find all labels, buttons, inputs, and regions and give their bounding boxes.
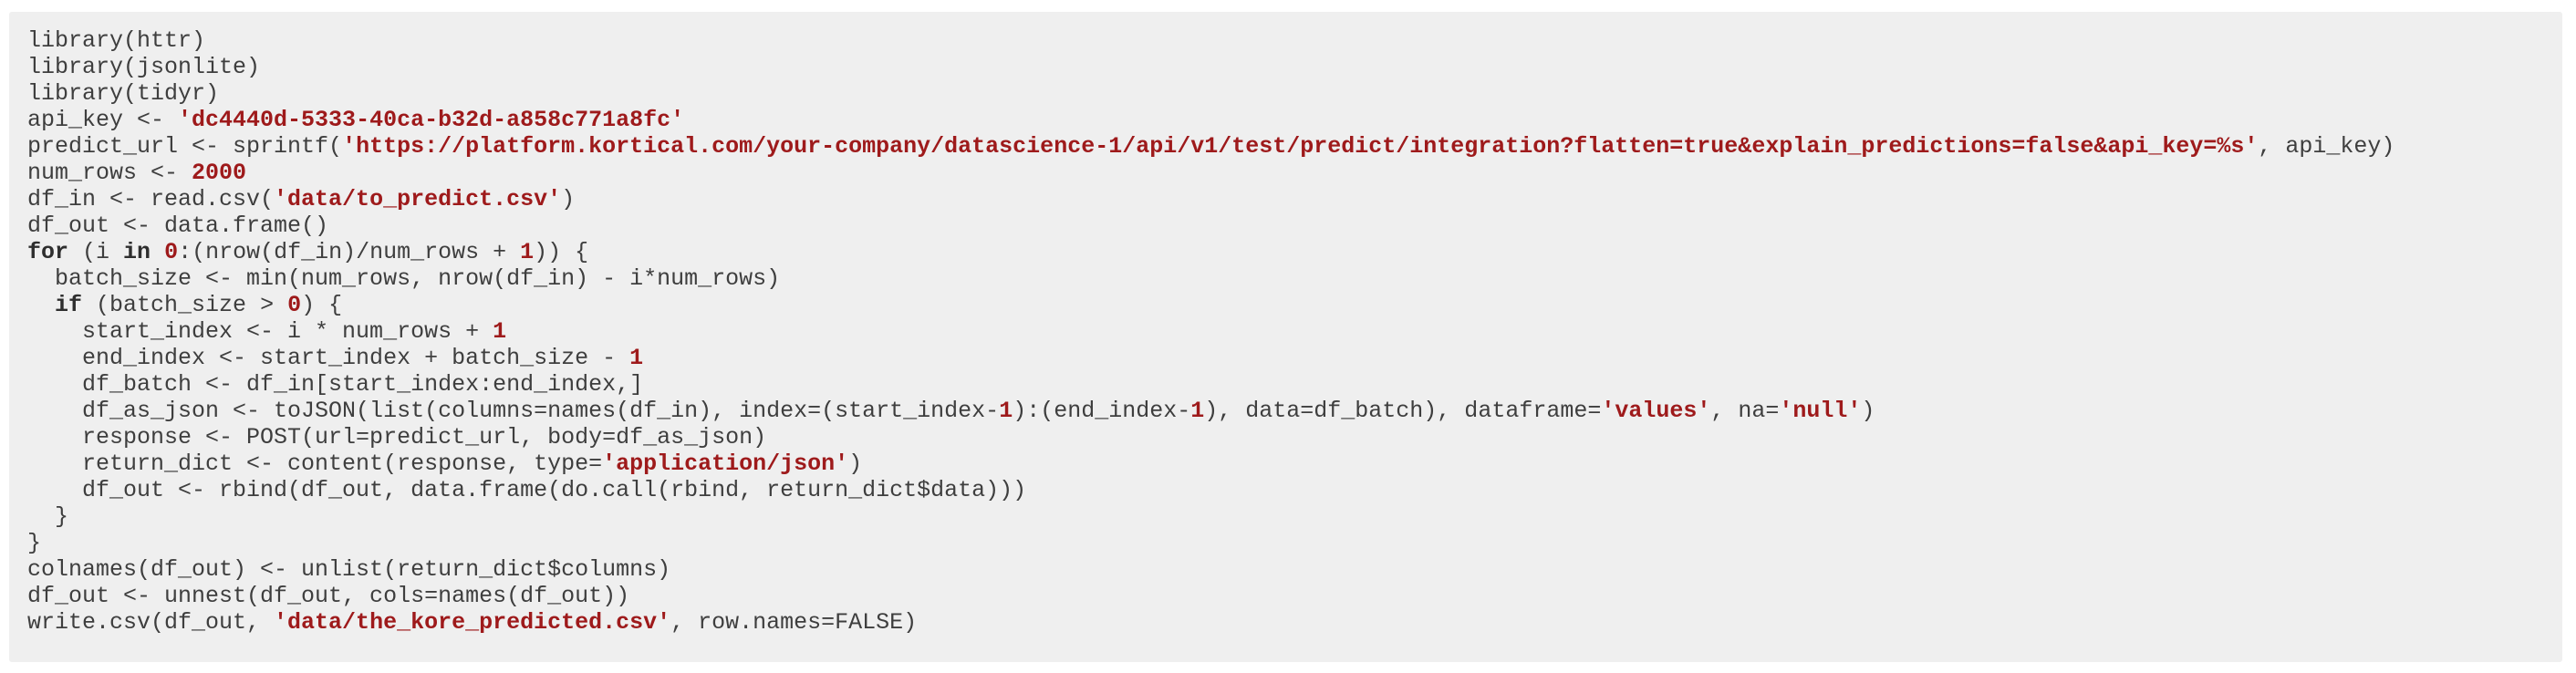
code-line: write.csv(df_out, 'data/the_kore_predict… xyxy=(27,609,2544,636)
code-line: if (batch_size > 0) { xyxy=(27,292,2544,318)
code-line: predict_url <- sprintf('https://platform… xyxy=(27,133,2544,160)
code-token: 'application/json' xyxy=(602,450,849,477)
code-token: batch_size <- min(num_rows, nrow(df_in) … xyxy=(27,265,781,292)
code-token: num_rows <- xyxy=(27,160,192,186)
code-token: in xyxy=(123,239,151,265)
code-token: for xyxy=(27,239,69,265)
code-block-panel: library(httr)library(jsonlite)library(ti… xyxy=(9,12,2562,662)
code-token: , na= xyxy=(1710,398,1780,424)
code-token: if xyxy=(55,292,83,318)
code-token: ) { xyxy=(301,292,343,318)
code-token: return_dict <- content(response, type= xyxy=(27,450,603,477)
code-token: library(tidyr) xyxy=(27,80,220,107)
code-token: } xyxy=(27,503,69,530)
code-token: df_out <- unnest(df_out, cols=names(df_o… xyxy=(27,583,630,609)
code-line: colnames(df_out) <- unlist(return_dict$c… xyxy=(27,556,2544,583)
code-line: } xyxy=(27,503,2544,530)
code-line: for (i in 0:(nrow(df_in)/num_rows + 1)) … xyxy=(27,239,2544,265)
code-token: ):(end_index- xyxy=(1013,398,1191,424)
code-token: 2000 xyxy=(192,160,247,186)
code-line: start_index <- i * num_rows + 1 xyxy=(27,318,2544,345)
code-token: (batch_size > xyxy=(82,292,288,318)
code-token: 1 xyxy=(493,318,507,345)
code-token xyxy=(151,239,164,265)
code-token: , row.names=FALSE) xyxy=(670,609,918,636)
code-token: 'values' xyxy=(1601,398,1711,424)
code-token xyxy=(27,292,55,318)
code-token: , api_key) xyxy=(2258,133,2395,160)
code-token: df_batch <- df_in[start_index:end_index,… xyxy=(27,371,644,398)
code-line: library(tidyr) xyxy=(27,80,2544,107)
code-line: library(jsonlite) xyxy=(27,54,2544,80)
code-token: api_key <- xyxy=(27,107,179,133)
code-token: start_index <- i * num_rows + xyxy=(27,318,493,345)
code-token: library(httr) xyxy=(27,27,206,54)
code-token: 1 xyxy=(629,345,644,371)
code-token: )) { xyxy=(534,239,589,265)
code-line: api_key <- 'dc4440d-5333-40ca-b32d-a858c… xyxy=(27,107,2544,133)
code-line: df_out <- data.frame() xyxy=(27,212,2544,239)
code-token: 'https://platform.kortical.com/your-comp… xyxy=(342,133,2259,160)
code-line: df_out <- unnest(df_out, cols=names(df_o… xyxy=(27,583,2544,609)
code-token: } xyxy=(27,530,42,556)
code-token: (i xyxy=(68,239,124,265)
code-token: predict_url <- sprintf( xyxy=(27,133,343,160)
code-token: 1 xyxy=(1190,398,1205,424)
code-token: ) xyxy=(1861,398,1875,424)
code-line: end_index <- start_index + batch_size - … xyxy=(27,345,2544,371)
code-token: df_as_json <- toJSON(list(columns=names(… xyxy=(27,398,1000,424)
code-token: end_index <- start_index + batch_size - xyxy=(27,345,630,371)
code-line: } xyxy=(27,530,2544,556)
code-line: df_as_json <- toJSON(list(columns=names(… xyxy=(27,398,2544,424)
code-line: df_out <- rbind(df_out, data.frame(do.ca… xyxy=(27,477,2544,503)
code-token: library(jsonlite) xyxy=(27,54,261,80)
code-line: batch_size <- min(num_rows, nrow(df_in) … xyxy=(27,265,2544,292)
code-token: colnames(df_out) <- unlist(return_dict$c… xyxy=(27,556,671,583)
code-line: df_in <- read.csv('data/to_predict.csv') xyxy=(27,186,2544,212)
code-token: ), data=df_batch), dataframe= xyxy=(1204,398,1602,424)
code-line: num_rows <- 2000 xyxy=(27,160,2544,186)
code-token: 1 xyxy=(999,398,1013,424)
code-token: 'null' xyxy=(1779,398,1862,424)
code-token: 0 xyxy=(164,239,179,265)
code-token: response <- POST(url=predict_url, body=d… xyxy=(27,424,767,450)
code-token: ) xyxy=(848,450,863,477)
code-token: 0 xyxy=(287,292,302,318)
code-token: write.csv(df_out, xyxy=(27,609,275,636)
code-line: df_batch <- df_in[start_index:end_index,… xyxy=(27,371,2544,398)
code-token: 'data/to_predict.csv' xyxy=(274,186,562,212)
code-line: response <- POST(url=predict_url, body=d… xyxy=(27,424,2544,450)
code-token: 'data/the_kore_predicted.csv' xyxy=(274,609,671,636)
code-token: df_out <- rbind(df_out, data.frame(do.ca… xyxy=(27,477,1027,503)
code-token: ) xyxy=(561,186,576,212)
code-token: 'dc4440d-5333-40ca-b32d-a858c771a8fc' xyxy=(178,107,685,133)
code-line: return_dict <- content(response, type='a… xyxy=(27,450,2544,477)
code-token: df_out <- data.frame() xyxy=(27,212,329,239)
r-code: library(httr)library(jsonlite)library(ti… xyxy=(9,12,2562,654)
code-token: df_in <- read.csv( xyxy=(27,186,275,212)
code-line: library(httr) xyxy=(27,27,2544,54)
code-token: 1 xyxy=(520,239,535,265)
code-token: :(nrow(df_in)/num_rows + xyxy=(178,239,521,265)
